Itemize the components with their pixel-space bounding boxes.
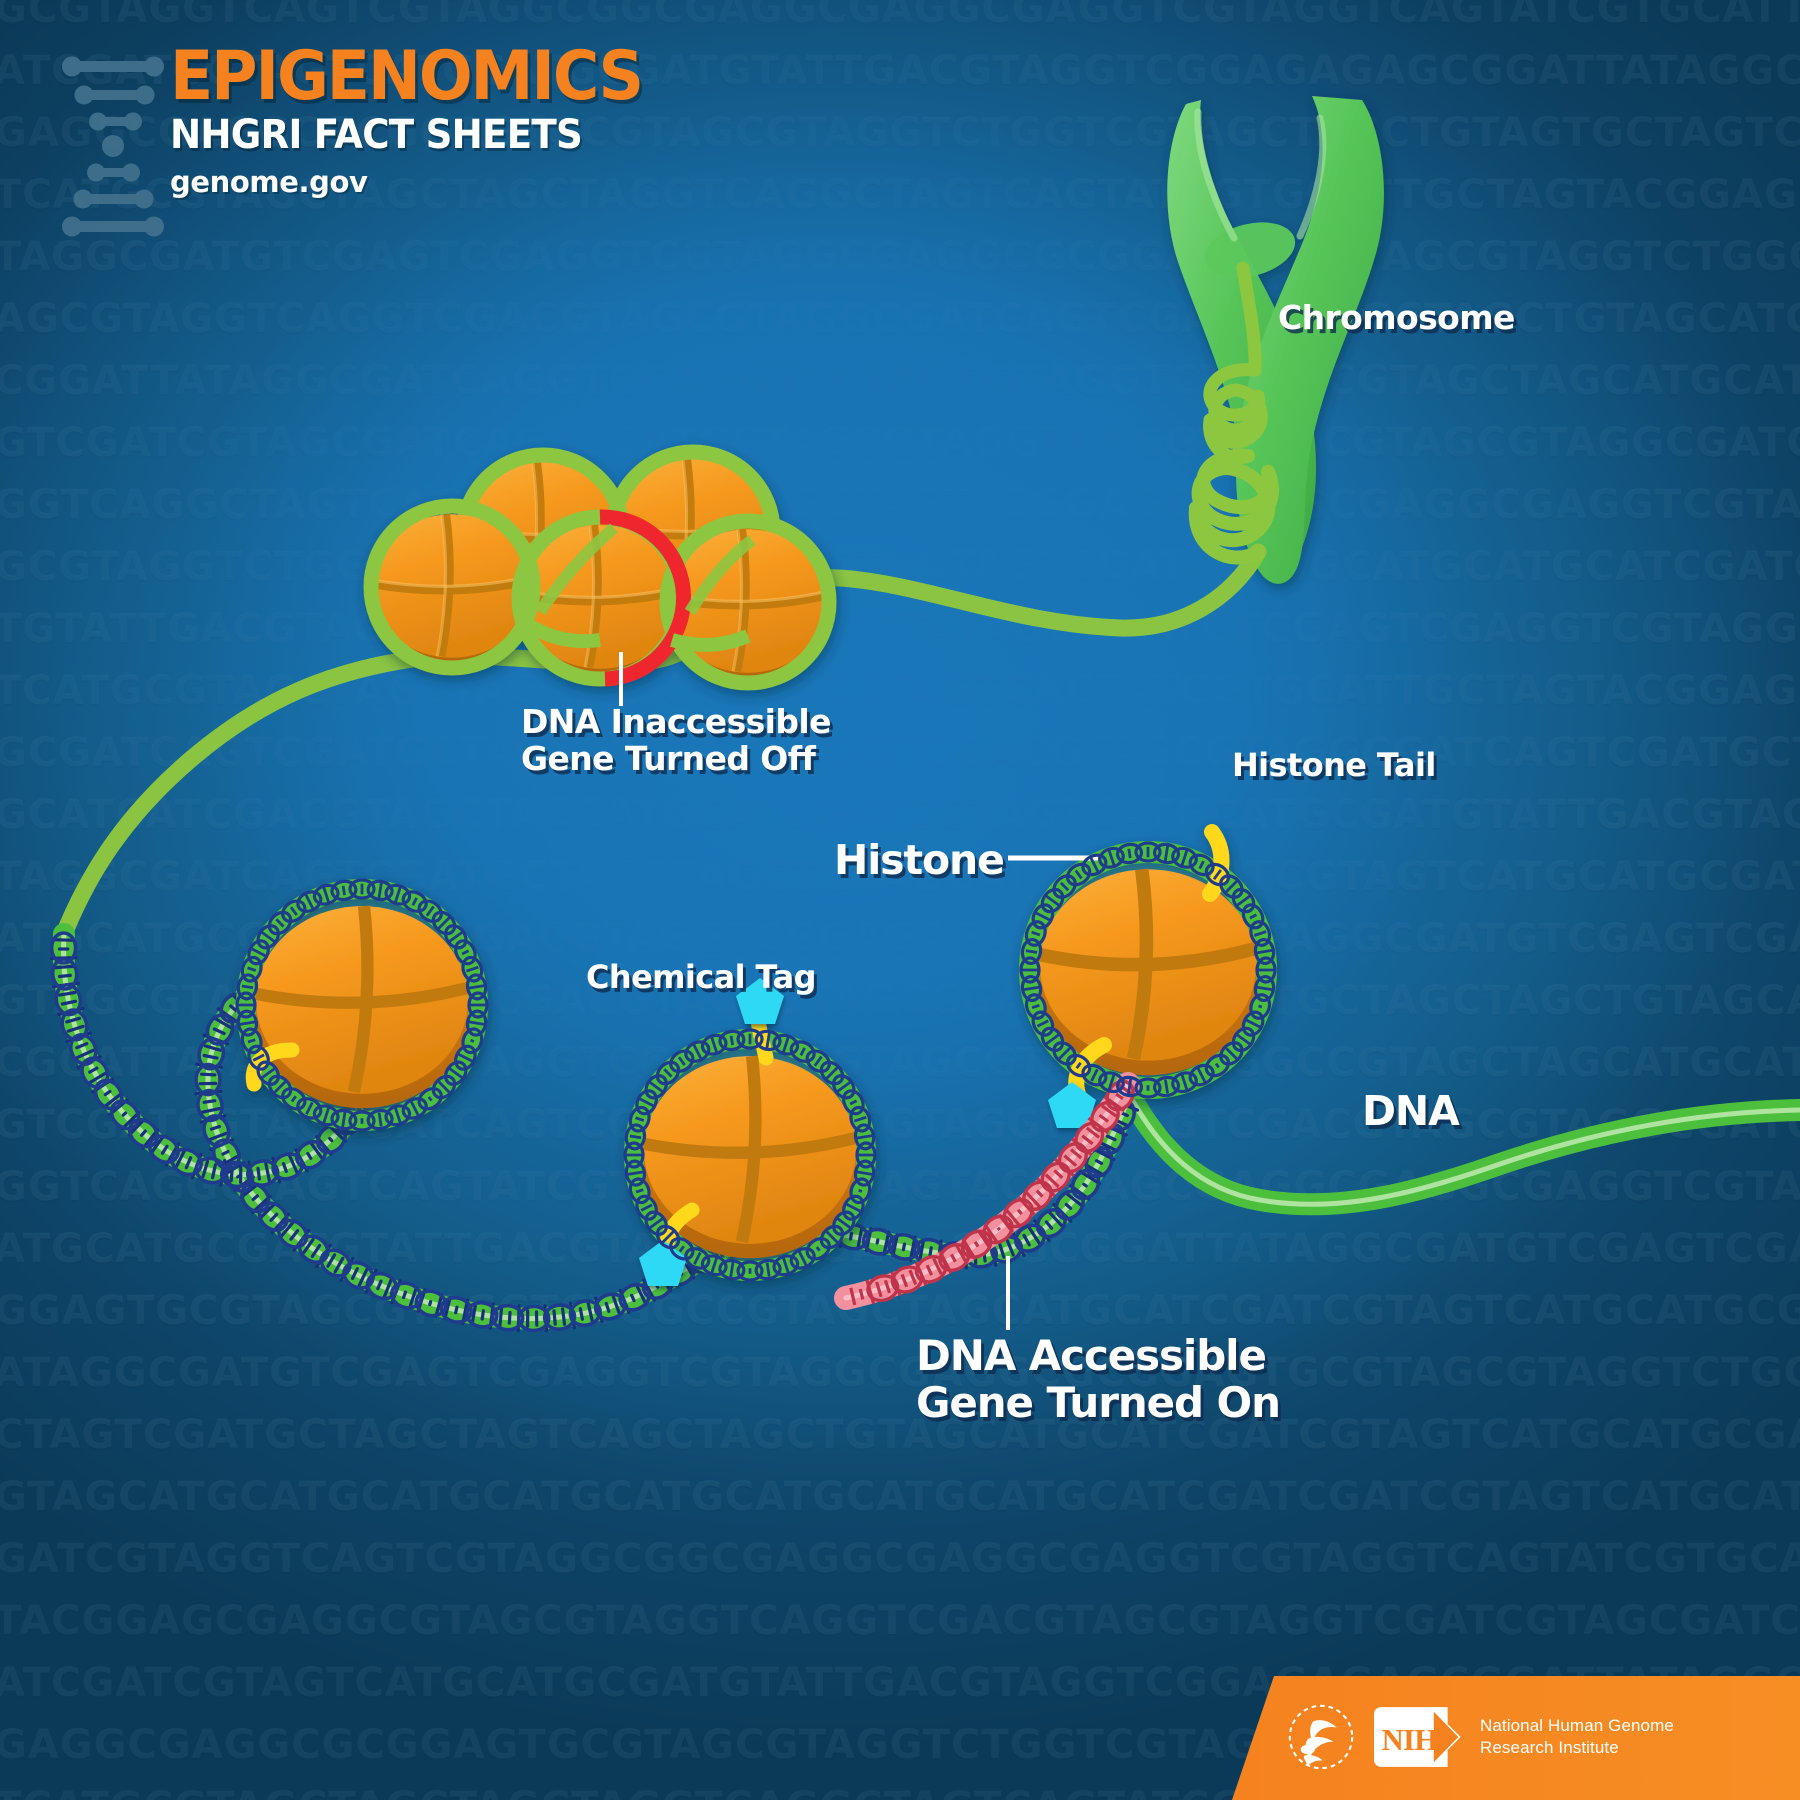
nih-logo-icon: NIH xyxy=(1374,1707,1461,1767)
nucleosome-cluster xyxy=(363,444,837,691)
nucleosome-right xyxy=(1018,824,1278,1102)
page-title: EPIGENOMICS xyxy=(170,37,644,116)
label-histone-tail: Histone Tail xyxy=(1232,746,1436,784)
label-dna-accessible: DNA Accessible Gene Turned On xyxy=(916,1331,1281,1428)
label-chemical-tag: Chemical Tag xyxy=(586,958,817,996)
svg-text:NIH: NIH xyxy=(1382,1723,1439,1757)
label-dna: DNA xyxy=(1362,1087,1460,1135)
hhs-seal-icon xyxy=(1288,1704,1354,1770)
site-url: genome.gov xyxy=(170,164,368,199)
dna-ladder-icon xyxy=(62,56,164,237)
institute-name: National Human Genome Research Institute xyxy=(1480,1715,1674,1757)
label-dna-inaccessible: DNA Inaccessible Gene Turned Off xyxy=(521,702,832,778)
page-subtitle: NHGRI FACT SHEETS xyxy=(170,111,583,158)
footer-banner: NIH National Human Genome Research Insti… xyxy=(1232,1676,1800,1800)
label-chromosome: Chromosome xyxy=(1278,298,1515,337)
label-histone: Histone xyxy=(834,836,1005,884)
